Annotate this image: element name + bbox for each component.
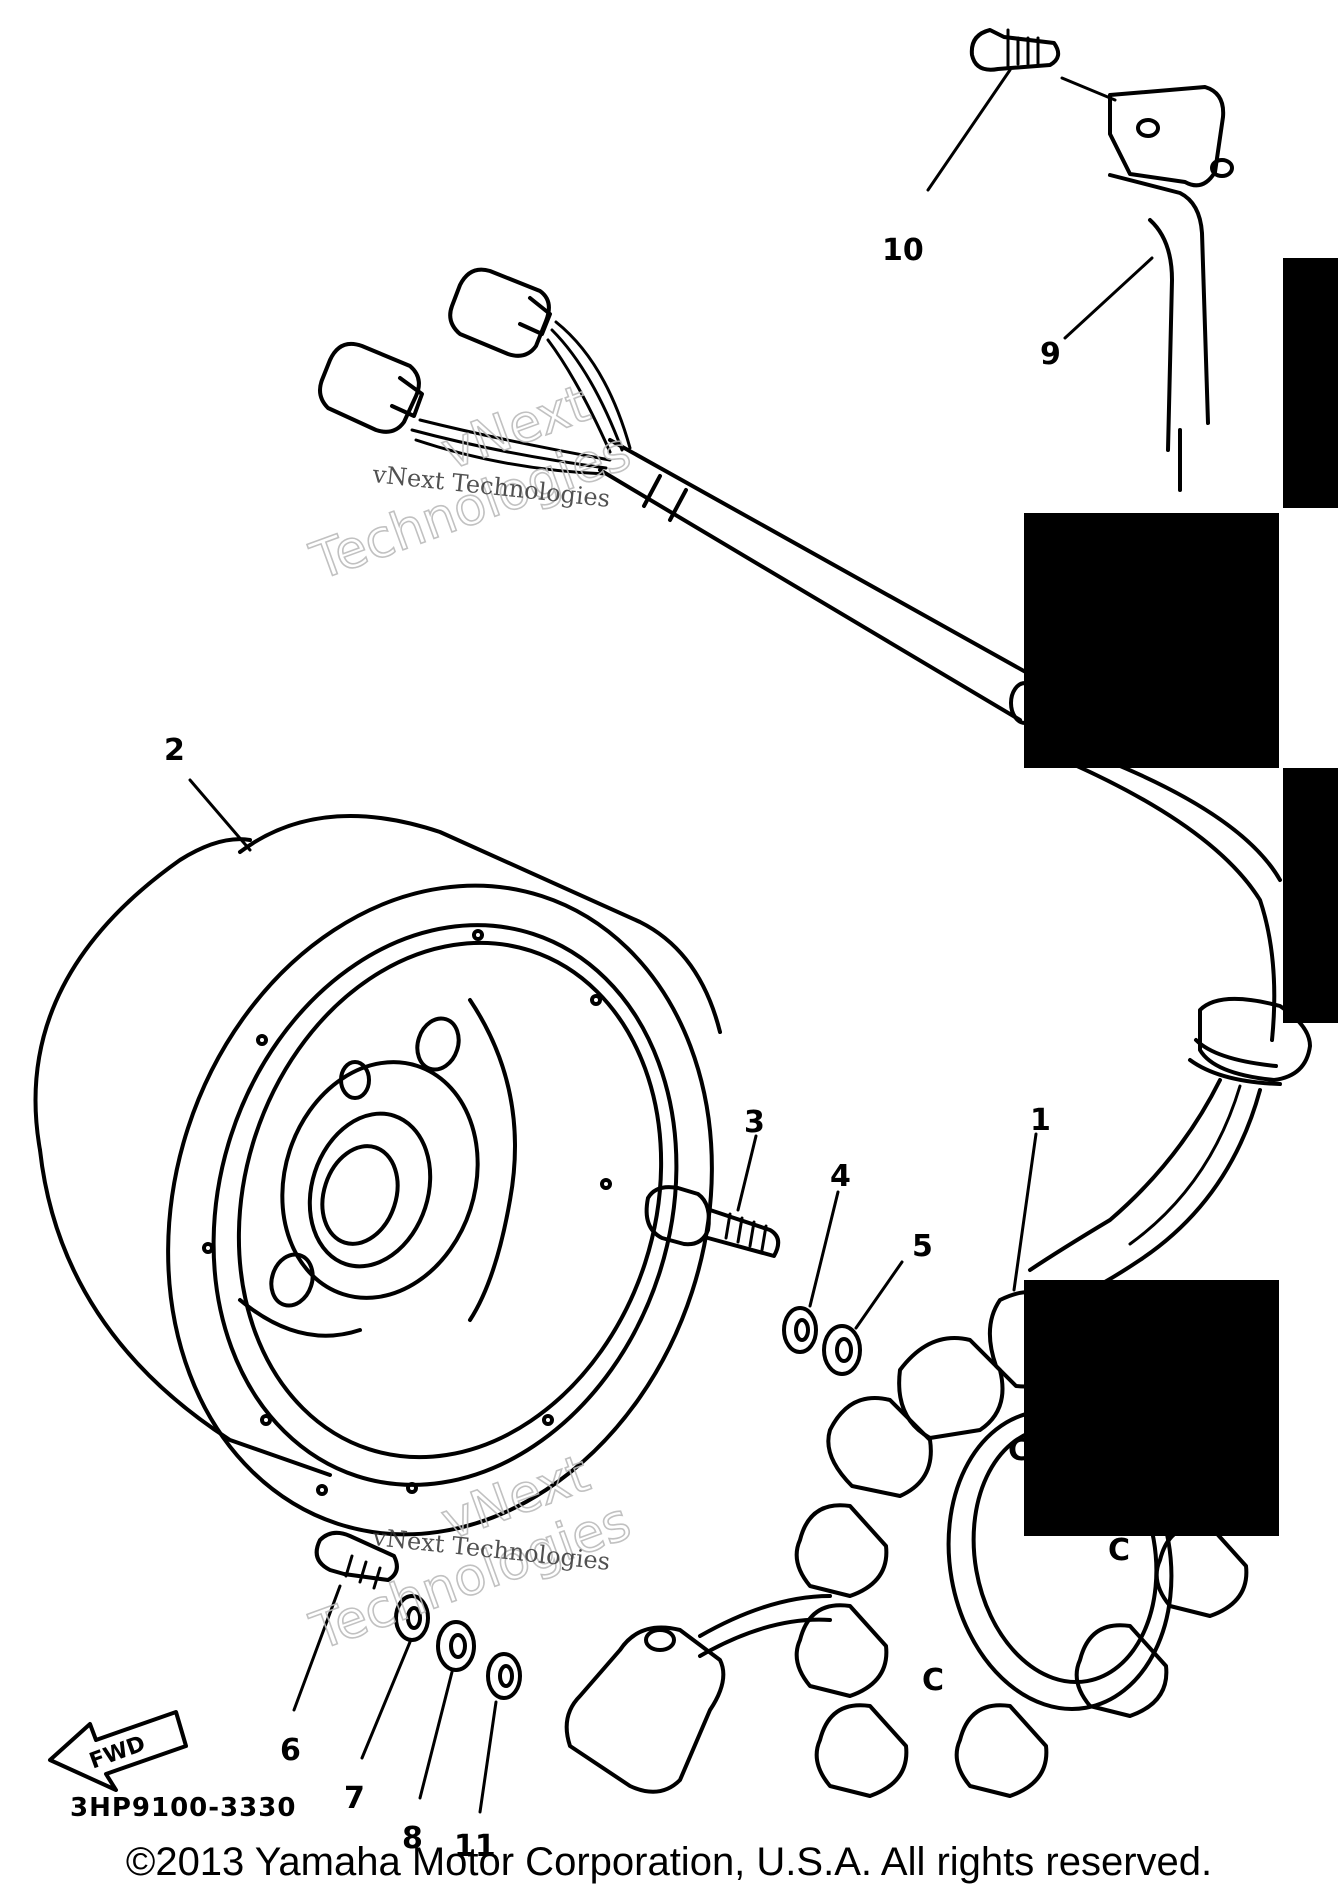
part-11-washer: [486, 1652, 522, 1700]
callout-3: 3: [744, 1105, 765, 1140]
redaction-block-3: [1283, 768, 1338, 1023]
stator-mark-3: C: [922, 1663, 944, 1698]
leader-11: [478, 1700, 498, 1814]
leader-2: [188, 778, 252, 852]
redaction-block-1: [1283, 258, 1338, 508]
leader-8: [418, 1670, 454, 1800]
redaction-block-2: [1024, 513, 1279, 768]
callout-2: 2: [164, 733, 185, 768]
leader-9: [1063, 256, 1154, 340]
callout-1: 1: [1030, 1103, 1051, 1138]
part-2-rotor: [33, 814, 722, 1537]
part-6-screw: [314, 1530, 399, 1590]
callout-9: 9: [1040, 337, 1061, 372]
redaction-block-4: [1024, 1280, 1279, 1536]
wire-harness: [318, 267, 1312, 1292]
callout-6: 6: [280, 1733, 301, 1768]
part-3-bolt: [644, 1185, 781, 1258]
leader-6: [292, 1584, 342, 1712]
leader-1: [1012, 1132, 1038, 1292]
stator-mark-2: C: [1108, 1533, 1130, 1568]
part-4-lock-washer: [782, 1306, 818, 1354]
leader-7: [360, 1640, 412, 1760]
part-10-screw: [969, 28, 1061, 72]
watermark-top: vNext Technologies vNext Technologies: [302, 373, 639, 593]
part-7-lock-washer: [394, 1594, 430, 1642]
leader-5: [854, 1260, 904, 1330]
callout-10: 10: [882, 233, 924, 268]
callout-4: 4: [830, 1159, 851, 1194]
diagram-part-code: 3HP9100-3330: [70, 1793, 296, 1823]
callout-5: 5: [912, 1229, 933, 1264]
leader-3: [736, 1134, 758, 1212]
copyright-notice: ©2013 Yamaha Motor Corporation, U.S.A. A…: [125, 1840, 1213, 1884]
callout-7: 7: [344, 1781, 365, 1816]
callout-11: 11: [454, 1829, 496, 1864]
guide-10: [1060, 76, 1117, 102]
leader-10: [926, 68, 1012, 192]
part-9-bracket: [1108, 85, 1234, 492]
part-5-washer: [822, 1324, 862, 1376]
leader-4: [808, 1190, 840, 1308]
callout-8: 8: [402, 1821, 423, 1856]
part-8-washer: [436, 1620, 476, 1672]
fwd-arrow: FWD: [48, 1710, 188, 1792]
